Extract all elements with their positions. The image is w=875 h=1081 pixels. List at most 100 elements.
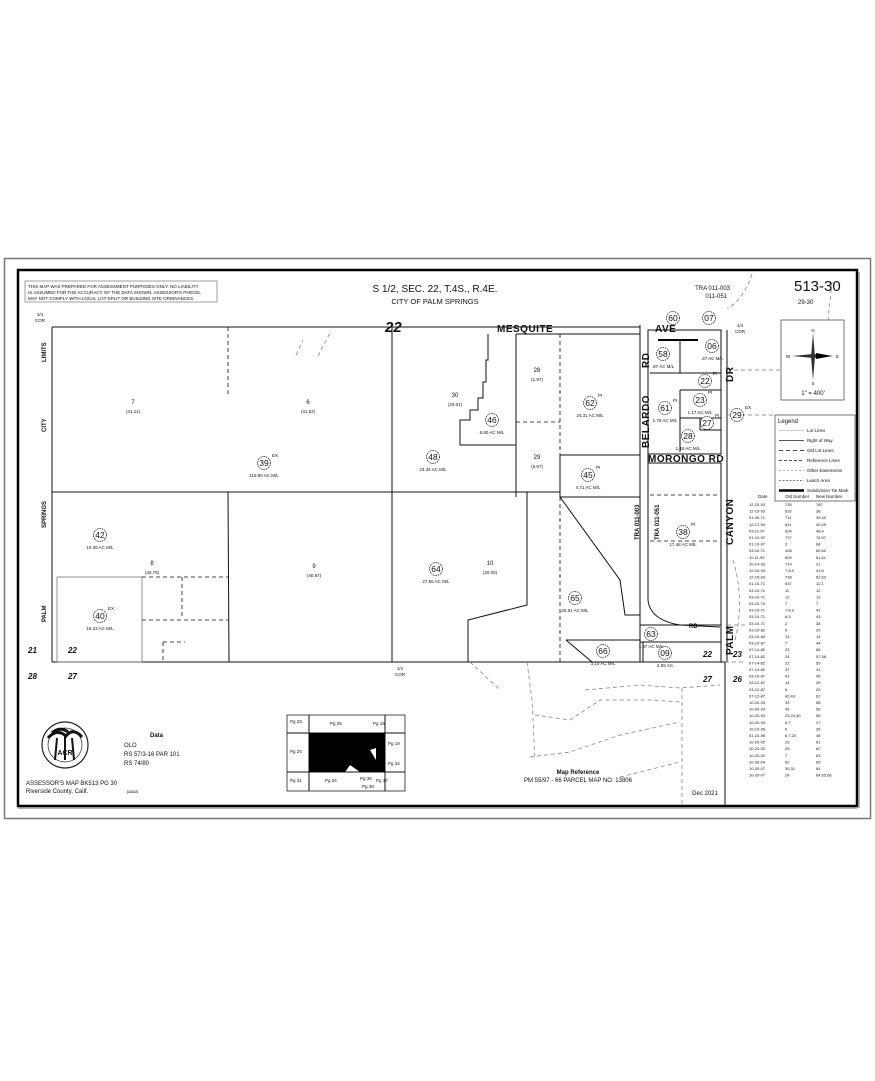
parcel-number-circle <box>93 528 107 542</box>
section-number: 27 <box>67 672 77 681</box>
parcel-06: 06.37 AC M/L <box>701 339 724 361</box>
table-cell: 12 <box>785 594 790 599</box>
table-cell: 14 <box>785 680 790 685</box>
table-cell: 30,31 <box>785 766 796 771</box>
svg-text:Pg 24: Pg 24 <box>290 749 302 754</box>
city-limits-labels: LIMITS CITY SPRINGS PALM <box>42 342 48 622</box>
table-cell: 408 <box>785 548 792 553</box>
table-cell: 62,63 <box>816 575 827 580</box>
parcel-tag: PI <box>713 371 717 376</box>
county-line: Riverside County, Calif. <box>26 789 89 795</box>
table-cell: 23 <box>785 647 790 652</box>
lot-area: (1.97) <box>531 377 543 382</box>
table-cell: 7,8,9 <box>785 568 795 573</box>
parcel-number-circle <box>658 401 672 415</box>
table-cell: 58 <box>816 700 821 705</box>
table-cell: 10-20-93 <box>749 707 766 712</box>
legend-label: Subdivision Tie Mark <box>807 488 849 493</box>
parcel-number-circle <box>698 374 712 388</box>
parcel-45: 454.71 AC M/LPI <box>576 465 601 490</box>
table-cell: 03-12-87 <box>749 687 766 692</box>
street-belardo: BELARDO <box>641 395 652 448</box>
table-cell: 43 <box>816 614 821 619</box>
parcel-66: 663.10 AC M/L <box>591 644 616 666</box>
table-cell: 7 <box>785 641 788 646</box>
lot-area: (40.87) <box>307 573 322 578</box>
parcel-number-circle <box>583 396 597 410</box>
table-cell: 01-30-71 <box>749 515 766 520</box>
parcel-number-circle <box>656 347 670 361</box>
lot-30: 30(20.01) <box>448 393 463 407</box>
table-cell: 23 <box>785 740 790 745</box>
parcel-number: 23 <box>695 395 705 405</box>
table-cell: 611 <box>785 522 792 527</box>
table-cell: 11-11-93 <box>749 555 765 560</box>
table-cell: 7 <box>785 753 788 758</box>
table-cell: 48 <box>816 733 821 738</box>
lot-number: 9 <box>312 564 316 570</box>
legend-item: Reference Lines <box>779 458 841 463</box>
parcel-area: 17.48 AC M/L <box>669 542 697 547</box>
table-cell: 12-15-93 <box>749 575 766 580</box>
parcel-number-circle <box>93 609 107 623</box>
legend-label: Reference Lines <box>807 458 841 463</box>
table-cell: 6,7 <box>785 720 791 725</box>
table-cell: 10-20-93 <box>749 720 766 725</box>
key-map: Pg 23 Pg 25 Pg 16 Pg 24 Pg 31 Pg 34 Pg 3… <box>286 714 406 792</box>
table-cell: 62 <box>785 759 790 764</box>
table-cell: 44 <box>816 641 821 646</box>
table-cell: 634 <box>785 528 792 533</box>
lot-area: (41.52) <box>301 409 316 414</box>
book-page-number: 513-30 <box>794 278 841 295</box>
lot-10: 10(20.00) <box>483 561 498 575</box>
table-cell: 6 <box>785 726 788 731</box>
parcel-lines <box>51 325 780 806</box>
table-cell: 21 <box>816 561 821 566</box>
table-cell: 45 <box>785 707 790 712</box>
parcel-number: 27 <box>702 418 712 428</box>
table-cell: 58 <box>816 647 821 652</box>
parcel-tag: PI <box>596 465 600 470</box>
data-line: RS 74/80 <box>124 761 150 767</box>
svg-text:S: S <box>811 381 814 386</box>
svg-text:PALM: PALM <box>42 605 48 622</box>
svg-text:CITY: CITY <box>42 418 48 432</box>
table-cell: 39,40 <box>816 515 827 520</box>
table-cell: 28 <box>816 680 821 685</box>
table-cell: 10-20-02 <box>749 753 766 758</box>
parcel-number: 61 <box>660 403 670 413</box>
svg-text:COR: COR <box>395 672 406 677</box>
parcel-area: 2.55 AC <box>657 663 674 668</box>
legend-item: Leach Area <box>779 478 830 483</box>
table-cell: 03-11-97 <box>749 528 765 533</box>
table-header: New Number <box>816 494 843 499</box>
disclaimer-line: MAY NOT COMPLY WITH LOCAL LOT-SPLIT OR B… <box>28 296 194 301</box>
parcel-number: 45 <box>583 470 593 480</box>
table-cell: 57,58 <box>816 654 827 659</box>
parcel-area: 1.15 AC M/L <box>676 446 701 451</box>
lot-area: (20.00) <box>483 570 498 575</box>
table-cell: 60,62 <box>816 548 827 553</box>
parcel-number: 48 <box>428 452 438 462</box>
table-cell: 03-10-71 <box>749 588 766 593</box>
table-cell: 61,61 <box>816 555 827 560</box>
table-cell: 07-14-82 <box>749 647 766 652</box>
north-arrow-box: N S E W 1" = 400' <box>780 319 845 401</box>
table-cell: 10-30-04 <box>749 759 766 764</box>
